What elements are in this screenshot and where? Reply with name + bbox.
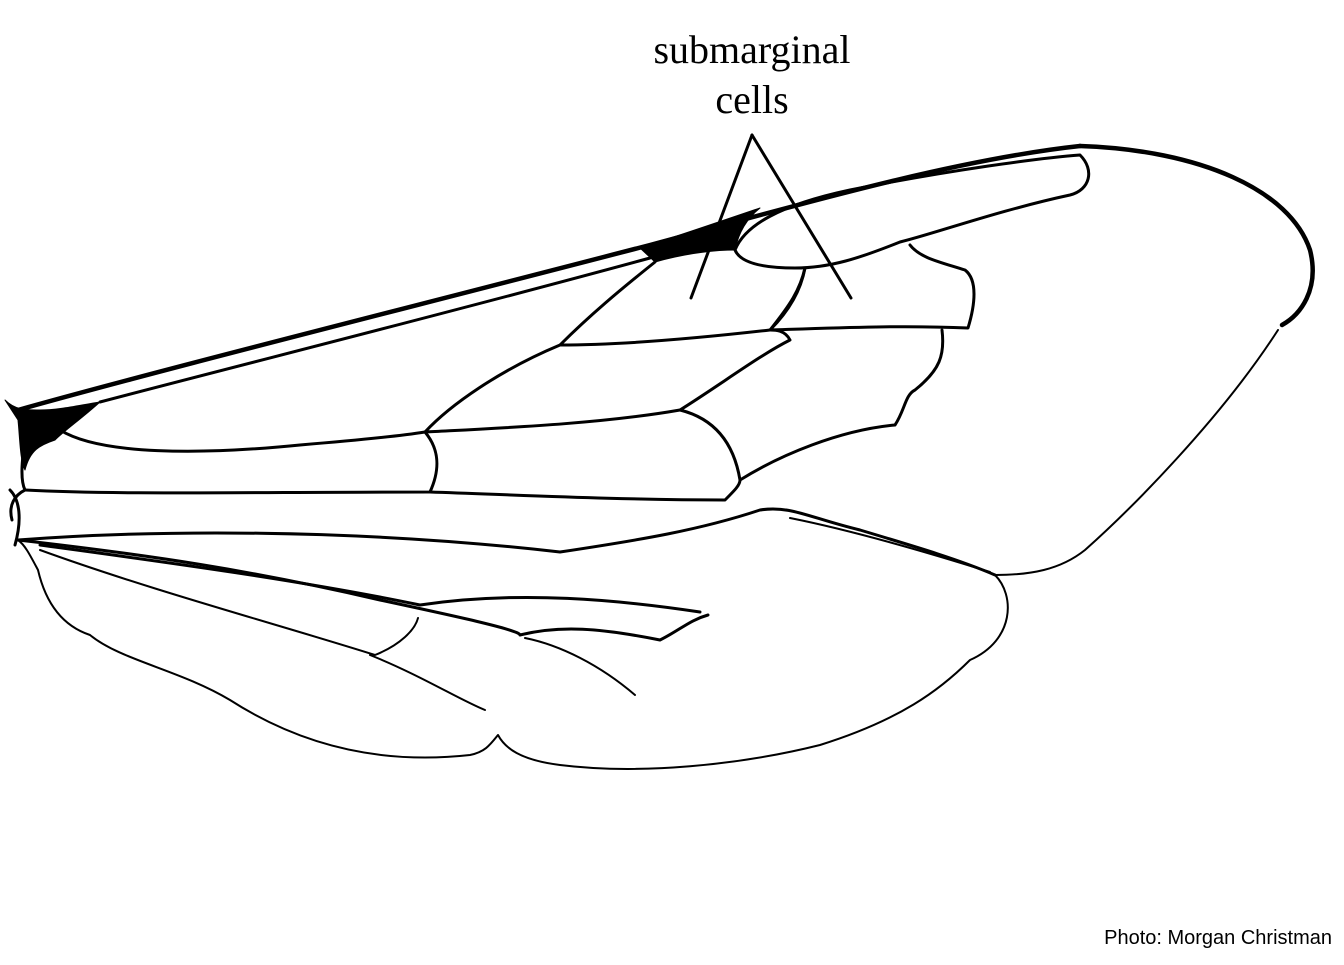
hindwing-outer-margin — [17, 539, 1009, 770]
hindwing-leading-vein-inner — [789, 517, 991, 573]
hindwing-vein-5 — [369, 654, 486, 711]
pointer-line-left — [689, 133, 754, 300]
submarginal-cells-label-line-2: cells — [715, 77, 789, 122]
discal-cell-lower — [678, 328, 945, 482]
radial-vein — [58, 343, 562, 453]
hindwing-base — [8, 488, 21, 547]
submarginal-cells-label-line-1: submarginal — [653, 27, 851, 72]
submarginal-cell-1 — [558, 260, 807, 347]
forewing-outer-margin — [994, 329, 1279, 576]
forewing-leading-vein-inner — [98, 256, 652, 404]
hindwing-vein-3 — [39, 549, 419, 656]
forewing-apex — [1077, 143, 1315, 328]
submarginal-cell-2 — [768, 243, 976, 332]
hindwing-vein-1 — [16, 538, 710, 642]
stigma — [639, 207, 761, 263]
pointer-line-right — [750, 133, 853, 300]
hindwing-vein-2 — [38, 543, 702, 614]
hindwing-leading-edge — [16, 507, 997, 577]
annotation-pointers — [689, 133, 853, 300]
marginal-cell — [733, 153, 1091, 270]
cubital-vein-outer — [428, 478, 742, 502]
medial-vein — [423, 328, 792, 434]
wing-base — [4, 399, 101, 471]
wing-base-edge — [9, 438, 27, 522]
hindwing — [8, 488, 1009, 770]
forewing — [4, 143, 1315, 576]
hindwing-vein-4 — [524, 637, 636, 696]
cubital-vein — [23, 430, 439, 495]
forewing-leading-edge — [15, 143, 1083, 413]
photo-credit: Photo: Morgan Christman — [1104, 927, 1332, 949]
